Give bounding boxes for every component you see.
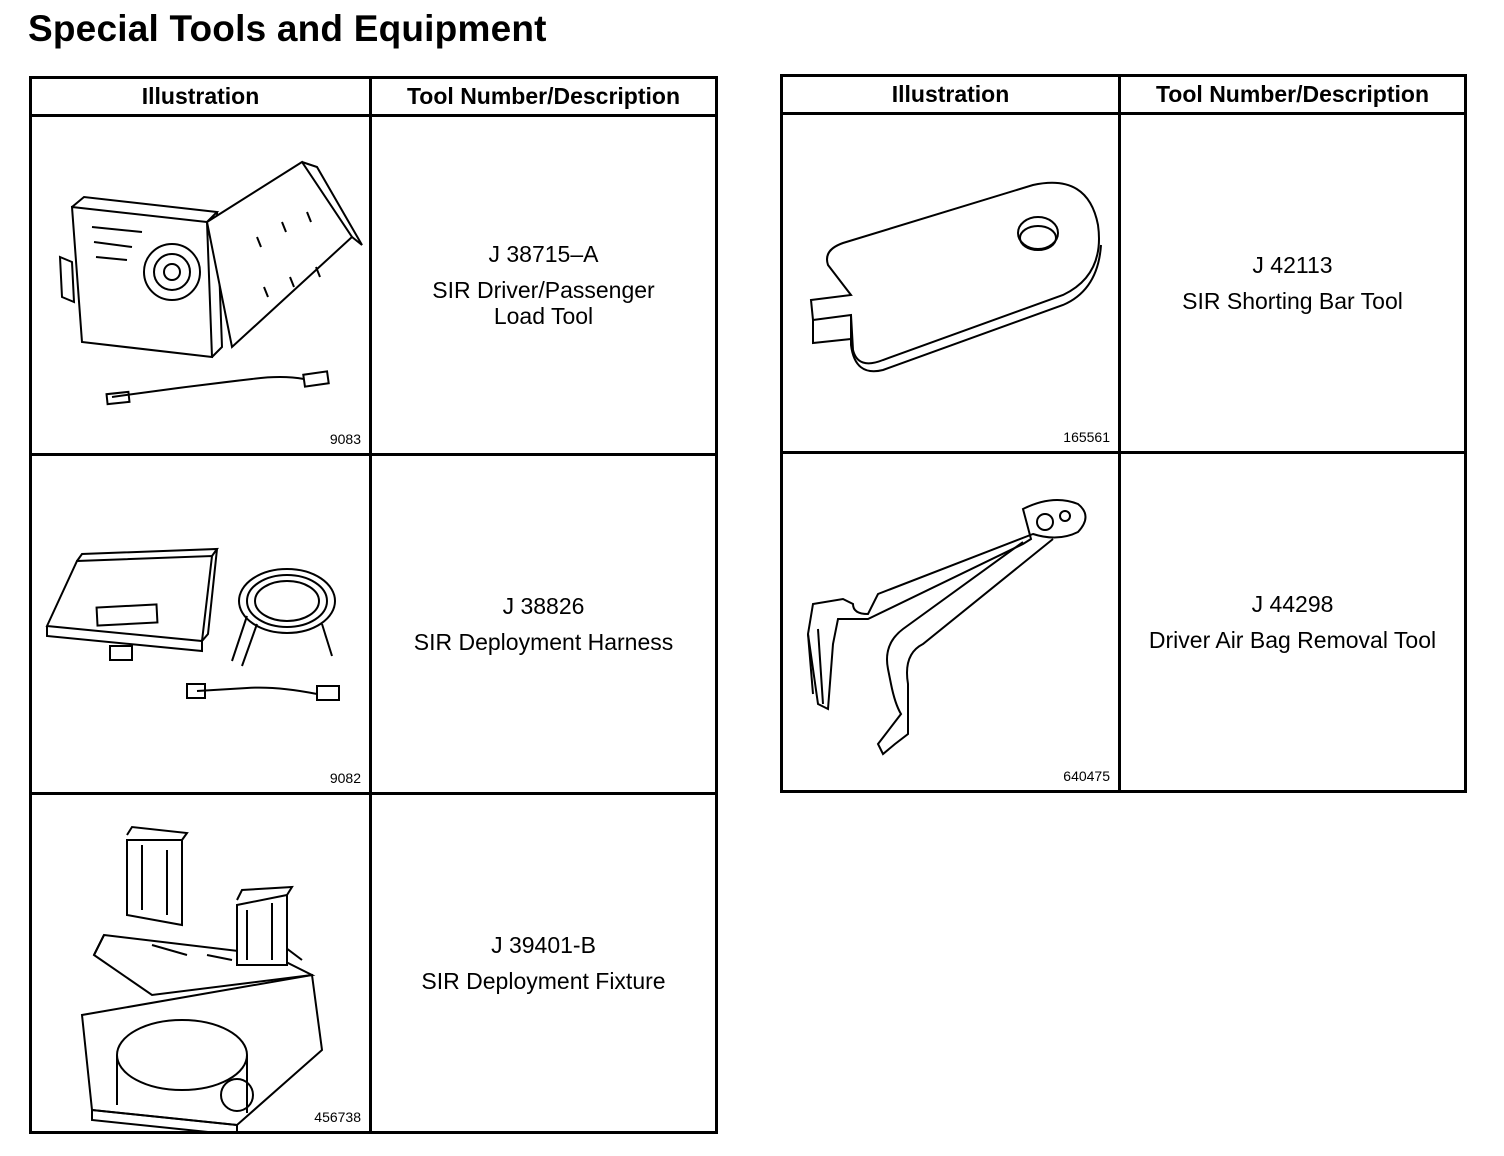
- tool-description: Driver Air Bag Removal Tool: [1148, 627, 1437, 653]
- illustration-cell: 9083: [29, 114, 372, 456]
- tool-description-cell: J 44298 Driver Air Bag Removal Tool: [1118, 451, 1467, 793]
- air-bag-removal-tool-illustration: [806, 499, 1087, 756]
- tool-number: J 42113: [1252, 252, 1333, 278]
- tools-table-left: Illustration Tool Number/Description 90: [29, 76, 718, 1134]
- deployment-harness-illustration: [45, 547, 340, 701]
- table-header-row: Illustration Tool Number/Description: [780, 74, 1467, 115]
- table-row: 456738 J 39401-B SIR Deployment Fixture: [29, 792, 718, 1134]
- illustration-cell: 640475: [780, 451, 1121, 793]
- load-tool-case-illustration: [58, 160, 363, 406]
- tool-description-cell: J 38826 SIR Deployment Harness: [369, 453, 718, 795]
- tool-number: J 38826: [502, 593, 585, 619]
- table-row: 165561 J 42113 SIR Shorting Bar Tool: [780, 112, 1467, 454]
- tool-description-cell: J 38715–A SIR Driver/Passenger Load Tool: [369, 114, 718, 456]
- tool-number: J 38715–A: [488, 241, 599, 267]
- tools-table-right: Illustration Tool Number/Description 165…: [780, 74, 1467, 793]
- table-row: 9083 J 38715–A SIR Driver/Passenger Load…: [29, 114, 718, 456]
- column-header-illustration: Illustration: [780, 74, 1121, 115]
- deployment-fixture-illustration: [80, 825, 324, 1131]
- tool-description: SIR Shorting Bar Tool: [1182, 288, 1403, 314]
- tool-description: SIR Driver/Passenger Load Tool: [432, 277, 655, 329]
- figure-number: 640475: [1063, 768, 1110, 784]
- shorting-bar-tool-illustration: [809, 181, 1102, 373]
- figure-number: 9083: [329, 431, 361, 447]
- tool-description-cell: J 39401-B SIR Deployment Fixture: [369, 792, 718, 1134]
- figure-number: 9082: [329, 770, 361, 786]
- illustration-cell: 165561: [780, 112, 1121, 454]
- figure-number: 165561: [1063, 429, 1110, 445]
- tool-number: J 39401-B: [491, 932, 596, 958]
- column-header-illustration: Illustration: [29, 76, 372, 117]
- page-title: Special Tools and Equipment: [28, 8, 547, 49]
- tool-description: SIR Deployment Fixture: [421, 968, 666, 994]
- illustration-cell: 456738: [29, 792, 372, 1134]
- column-header-tool: Tool Number/Description: [369, 76, 718, 117]
- tool-number: J 44298: [1251, 591, 1334, 617]
- table-row: 9082 J 38826 SIR Deployment Harness: [29, 453, 718, 795]
- column-header-tool: Tool Number/Description: [1118, 74, 1467, 115]
- table-row: 640475 J 44298 Driver Air Bag Removal To…: [780, 451, 1467, 793]
- tool-description: SIR Deployment Harness: [413, 629, 674, 655]
- table-header-row: Illustration Tool Number/Description: [29, 76, 718, 117]
- figure-number: 456738: [314, 1109, 361, 1125]
- tool-description-cell: J 42113 SIR Shorting Bar Tool: [1118, 112, 1467, 454]
- illustration-cell: 9082: [29, 453, 372, 795]
